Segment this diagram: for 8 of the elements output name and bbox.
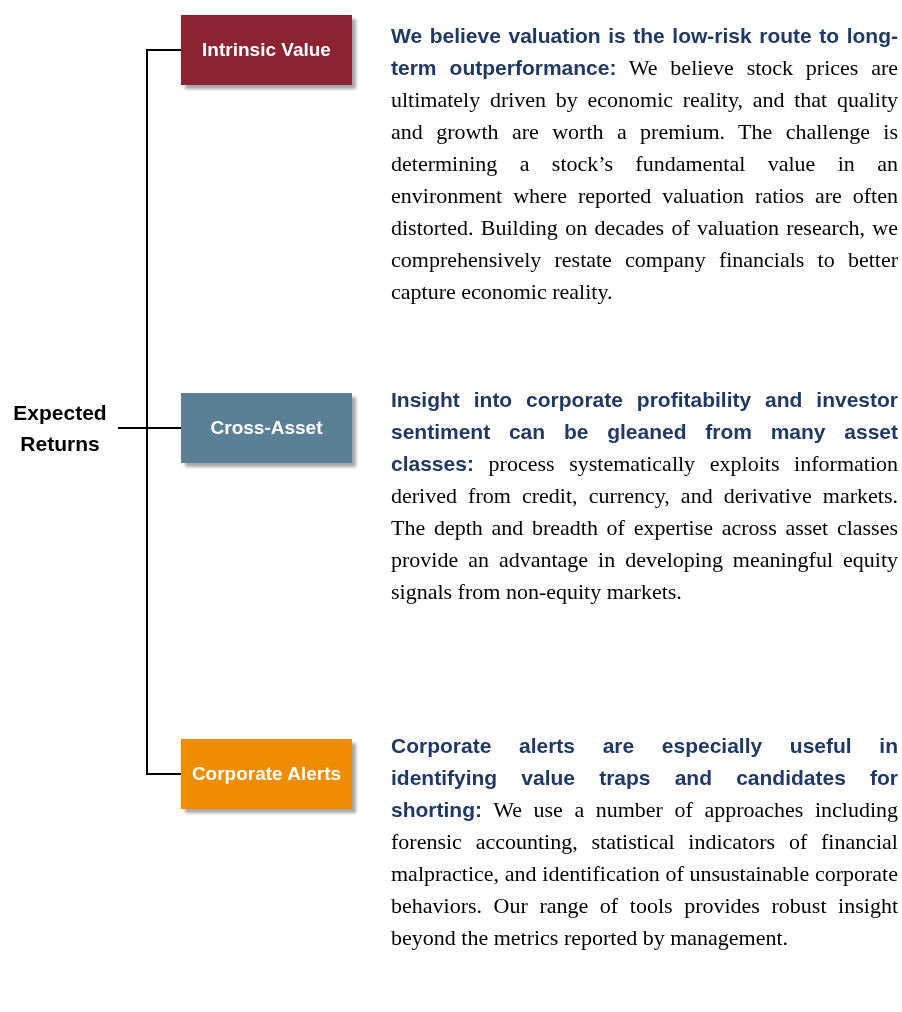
description-paragraph: Corporate alerts are especially useful in identifying value traps and candidates for shorting: We use a number of approaches including forensic accounting, statistical indicators of financial malpractice, and identification of unsustainable corporate behaviors. Our range of tools provides robust insight beyond the metrics reported by management.	[391, 733, 898, 952]
bracket-connector	[117, 427, 182, 775]
heading-label: Expected Returns	[6, 396, 114, 460]
description-paragraph: We believe valuation is the low-risk route to long-term outperformance: We believe stock prices are ultimately driven by economic reality, and that quality and growth are worth a premium. The challenge is determining a stock’s fundamental value in an environment where reported valuation ratios are often distorted. Building on decades of valuation research, we comprehensively restate company financials to better capture economic reality.	[391, 23, 898, 306]
category-box: Intrinsic Value	[181, 15, 352, 85]
category-box: Cross-Asset	[181, 393, 352, 463]
description-paragraph: Insight into corporate profitability and investor sentiment can be gleaned from many asset classes: process systematically exploits information derived from credit, currency, and derivative markets. The depth and breadth of expertise across asset classes provide an advantage in developing meaningful equity signals from non-equity markets.	[391, 387, 898, 606]
category-box: Corporate Alerts	[181, 739, 352, 809]
